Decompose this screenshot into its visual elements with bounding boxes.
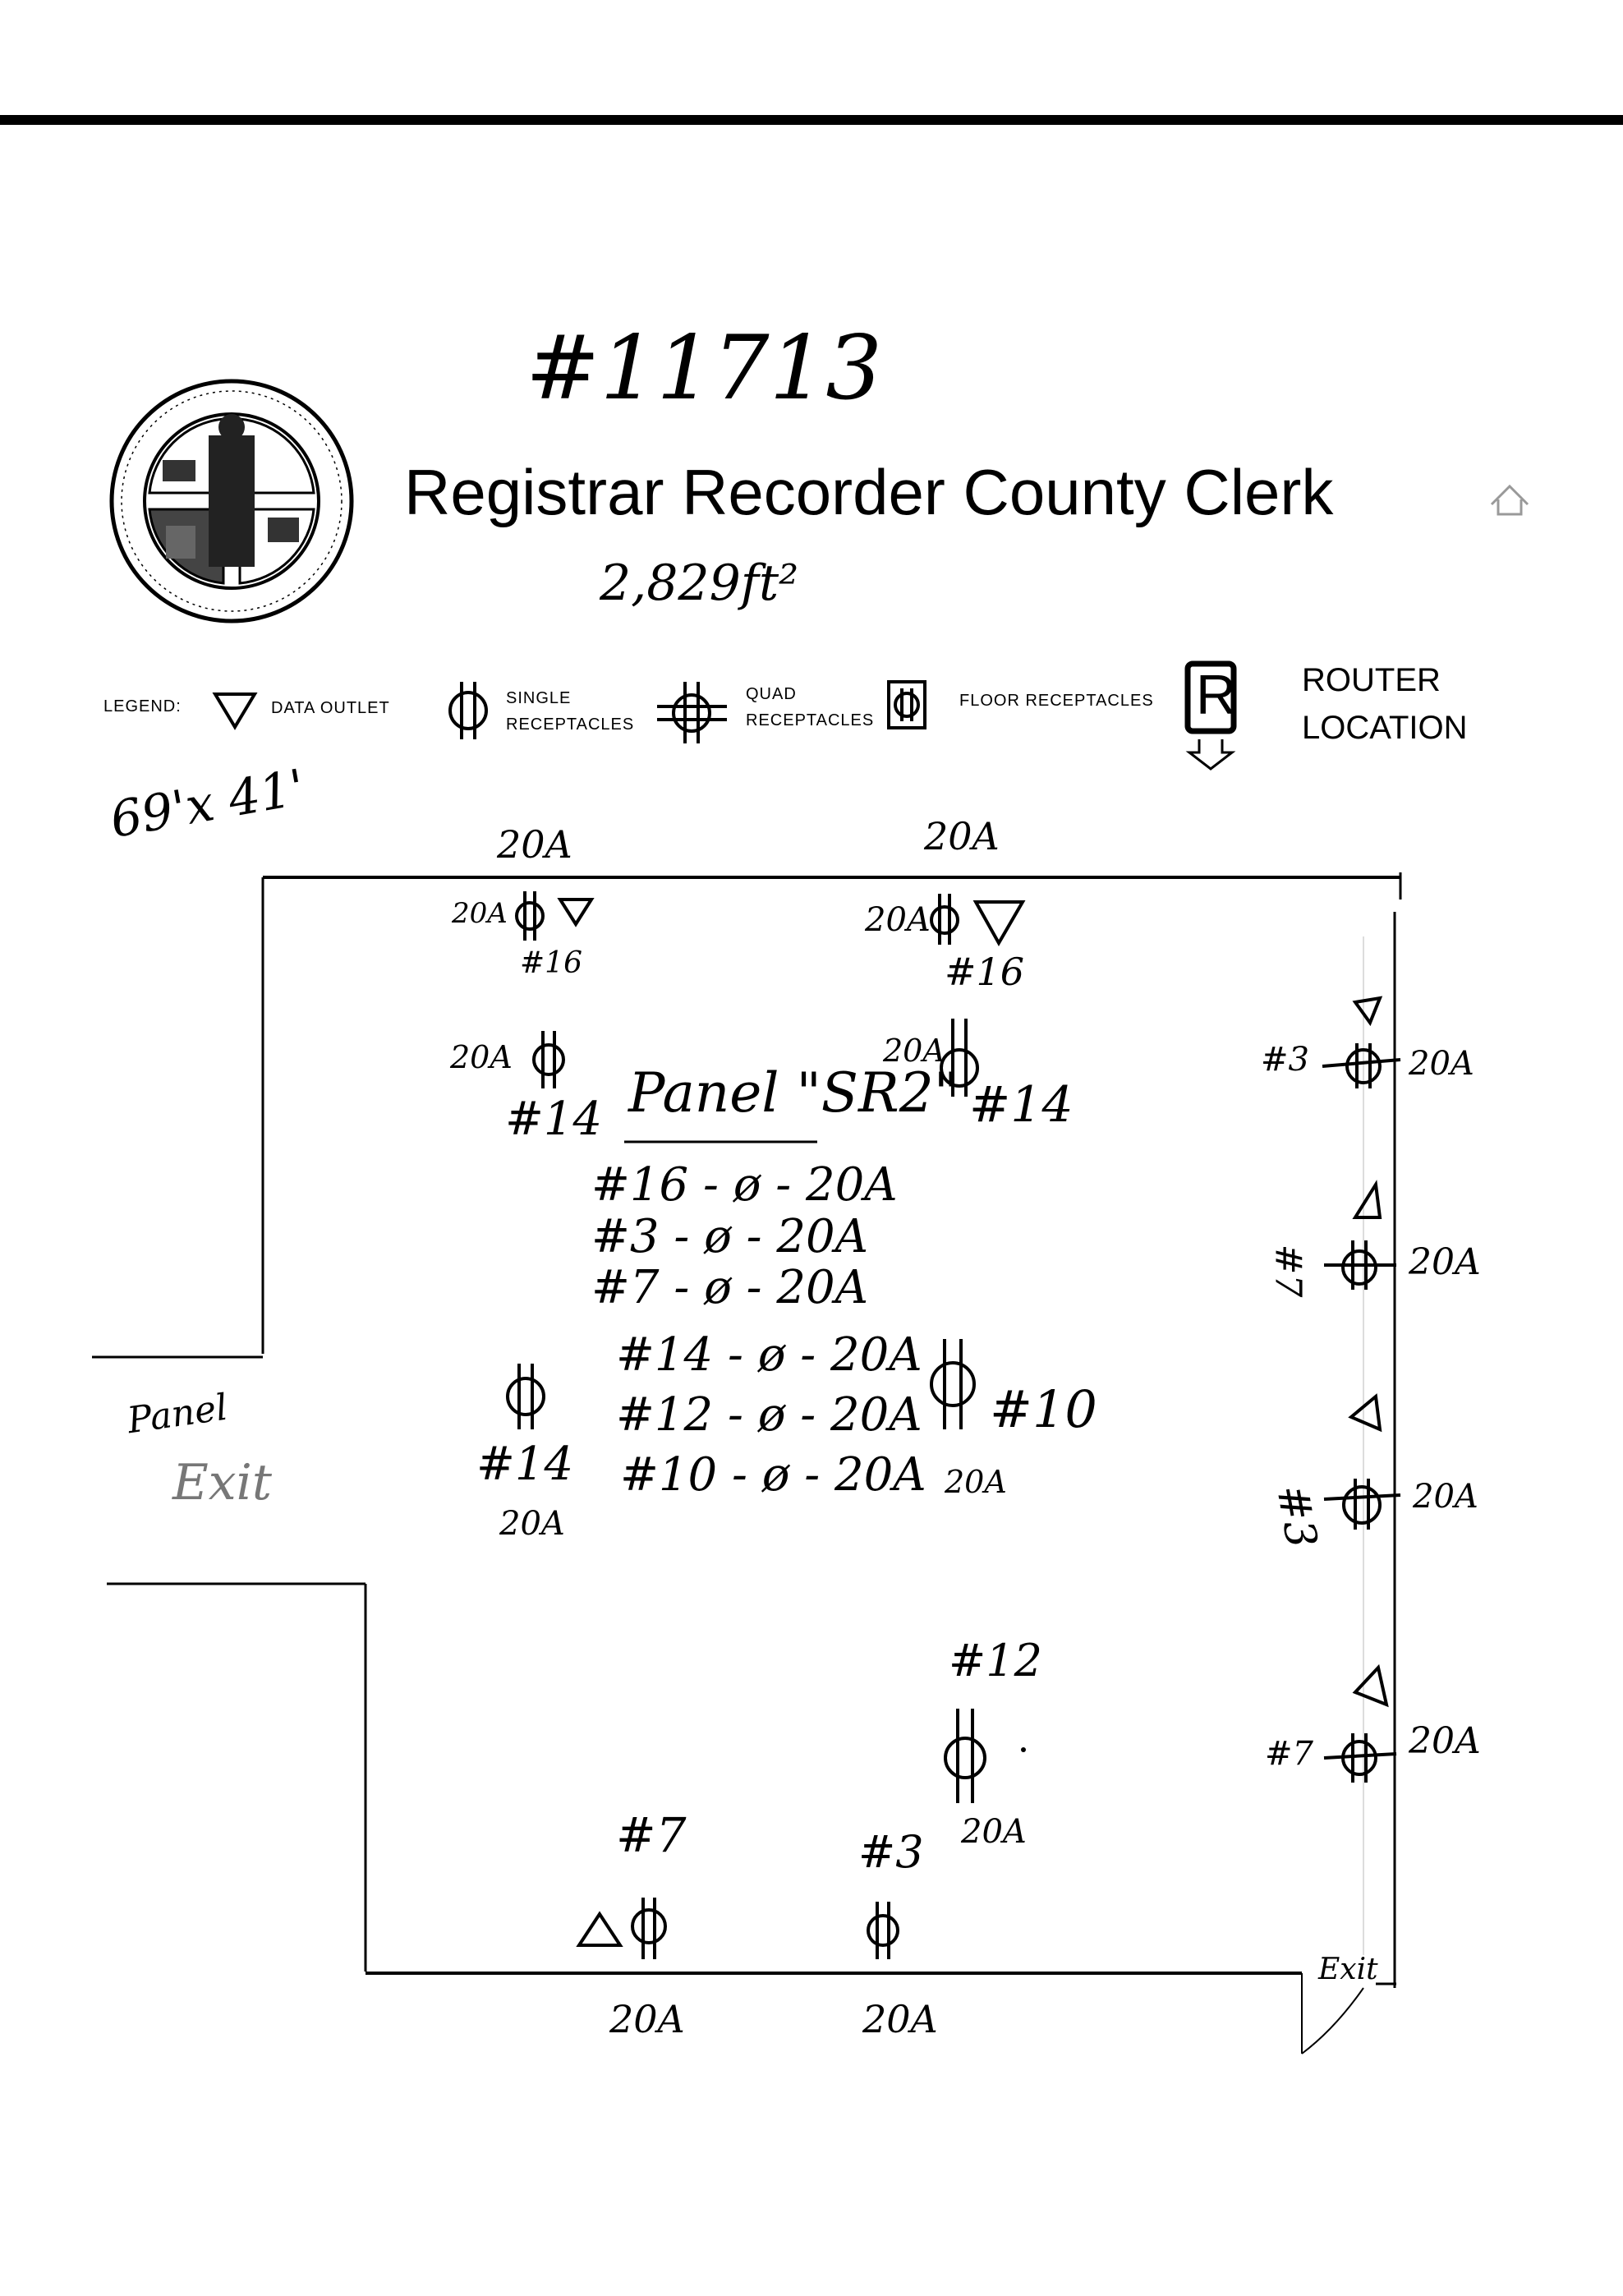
exit-label-left: Exit	[172, 1454, 272, 1511]
receptacle-r3	[532, 1031, 565, 1088]
amp-label: 20A	[961, 1813, 1027, 1851]
receptacle-r1	[515, 891, 545, 941]
legend-single-label-2: RECEPTACLES	[506, 715, 635, 734]
circuit-label: #14	[505, 1093, 603, 1146]
project-number: #11713	[526, 317, 883, 420]
circuit-label: #16	[520, 946, 582, 980]
legend-quad-label-2: RECEPTACLES	[746, 711, 875, 729]
receptacle-r4	[940, 1019, 979, 1097]
page-title: Registrar Recorder County Clerk	[404, 456, 1334, 528]
amp-label: 20A	[497, 822, 572, 867]
receptacle-r9	[867, 1902, 899, 1959]
data-outlet-r1	[557, 898, 595, 927]
panel-schedule-line: #14 - ø - 20A	[616, 1328, 922, 1382]
receptacle-e3	[1323, 1479, 1401, 1530]
amp-label: 20A	[865, 901, 931, 939]
legend-router-letter: R	[1196, 664, 1237, 726]
floor-plan-walls	[92, 872, 1402, 2054]
amp-label: 20A	[452, 897, 508, 930]
data-outlet-e4	[1352, 1663, 1389, 1708]
county-seal	[109, 379, 354, 623]
legend-single-label-1: SINGLE	[506, 689, 572, 707]
legend-symbols	[212, 660, 1237, 771]
circuit-label: #3	[858, 1826, 924, 1878]
receptacle-r6	[930, 1339, 976, 1429]
amp-label: 20A	[450, 1039, 513, 1075]
scan-top-border	[0, 115, 1623, 125]
receptacle-r5	[506, 1364, 545, 1429]
circuit-label: #16	[945, 950, 1025, 994]
circuit-label: #3	[1267, 1481, 1326, 1552]
receptacle-e2	[1324, 1240, 1396, 1290]
circuit-label: #7	[616, 1807, 687, 1863]
legend-quad-label-1: QUAD	[746, 685, 797, 703]
legend-single-receptacle-icon	[448, 682, 488, 739]
amp-label: 20A	[1413, 1478, 1478, 1516]
amp-label: 20A	[609, 1997, 685, 2041]
circuit-label: #12	[949, 1635, 1042, 1686]
data-outlet-r2	[972, 900, 1026, 947]
amp-label: 20A	[1409, 1241, 1481, 1283]
data-outlet-e2	[1352, 1180, 1382, 1219]
panel-schedule-line: #16 - ø - 20A	[591, 1158, 898, 1212]
receptacle-e4	[1323, 1733, 1397, 1783]
exit-label-bottom: Exit	[1318, 1953, 1378, 1986]
panel-schedule-line: #12 - ø - 20A	[616, 1388, 922, 1442]
receptacle-e1	[1322, 1043, 1401, 1088]
receptacle-r2	[930, 894, 959, 945]
panel-schedule-line: #10 - ø - 20A	[620, 1448, 926, 1502]
circuit-label: #14	[476, 1438, 574, 1491]
plan-symbols	[506, 891, 1401, 1959]
circuit-label: #7	[1267, 1244, 1309, 1298]
amp-label: 20A	[945, 1464, 1007, 1500]
circuit-label: #10	[990, 1379, 1097, 1439]
legend-quad-receptacle-icon	[657, 682, 727, 743]
legend-router-label-2: LOCATION	[1302, 710, 1468, 746]
legend-label: LEGEND:	[103, 697, 182, 715]
legend-data-outlet-icon	[212, 692, 258, 730]
amp-label: 20A	[862, 1997, 938, 2041]
circuit-label: #14	[969, 1076, 1074, 1134]
legend-floor-label: FLOOR RECEPTACLES	[959, 692, 1154, 710]
panel-schedule-line: #3 - ø - 20A	[591, 1210, 869, 1263]
circuit-label: #3	[1261, 1041, 1309, 1079]
amp-label: 20A	[499, 1505, 565, 1543]
receptacle-r8	[631, 1898, 667, 1959]
data-outlet-r8	[576, 1911, 623, 1947]
data-outlet-e3	[1348, 1393, 1382, 1433]
receptacle-r7	[944, 1709, 986, 1803]
legend-floor-receptacle-icon	[887, 680, 926, 729]
panel-schedule-line: #7 - ø - 20A	[591, 1261, 869, 1314]
home-icon	[1490, 484, 1529, 516]
data-outlet-e1	[1352, 996, 1383, 1027]
area-annotation: 2,829ft²	[600, 554, 799, 612]
amp-label: 20A	[1409, 1045, 1474, 1083]
legend-data-outlet-label: DATA OUTLET	[271, 699, 390, 717]
circuit-label: #7	[1265, 1735, 1313, 1773]
panel-schedule-title: Panel "SR2"	[628, 1061, 959, 1125]
amp-label: 20A	[1409, 1720, 1481, 1762]
legend-router-label-1: ROUTER	[1302, 662, 1441, 698]
amp-label: 20A	[883, 1033, 945, 1069]
legend-router-icon	[1184, 660, 1237, 771]
amp-label: 20A	[924, 814, 1000, 858]
